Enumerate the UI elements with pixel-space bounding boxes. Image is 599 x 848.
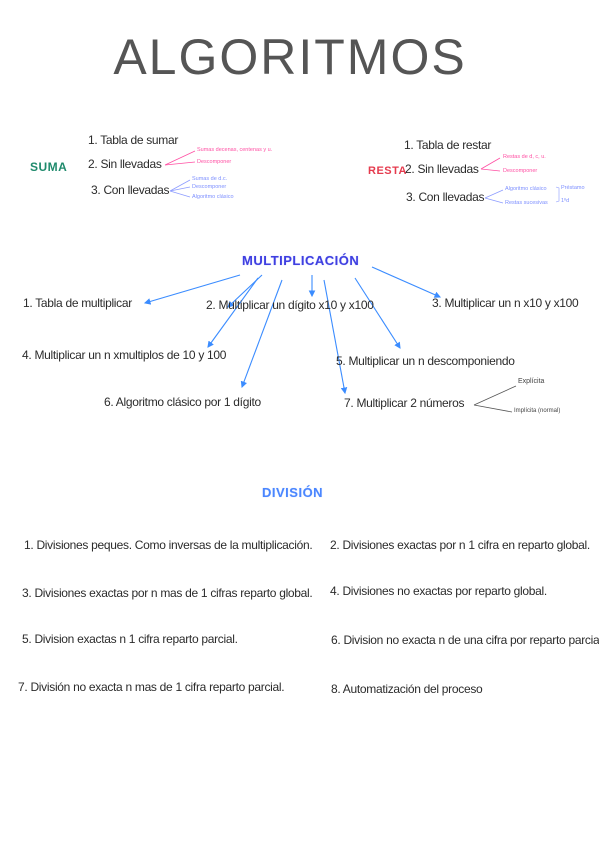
div-item-8: 8. Automatización del proceso [331, 682, 483, 696]
mult-note-explicita: Explícita [518, 378, 545, 385]
resta-item-3: 3. Con llevadas [406, 190, 485, 204]
suma-label: SUMA [30, 160, 68, 174]
division-label: DIVISIÓN [262, 485, 324, 500]
div-item-2: 2. Divisiones exactas por n 1 cifra en r… [330, 538, 590, 552]
resta-label: RESTA [368, 165, 407, 177]
resta-note-sin-1: Restas de d, c, u. [503, 154, 546, 160]
mult-item-4: 4. Multiplicar un n xmultiplos de 10 y 1… [22, 348, 227, 362]
suma-item-2: 2. Sin llevadas [88, 157, 162, 171]
mult-item-5: 5. Multiplicar un n descomponiendo [336, 354, 515, 368]
mult-note-implicita: Implícita (normal) [514, 408, 561, 414]
resta-note-extra-2: 1ºd [561, 198, 570, 204]
resta-note-sin-2: Descomponer [503, 168, 538, 174]
suma-note-con-2: Descomponer [192, 184, 227, 190]
resta-item-2: 2. Sin llevadas [405, 162, 479, 176]
mult-item-7: 7. Multiplicar 2 números [344, 396, 465, 410]
mult-item-3: 3. Multiplicar un n x10 y x100 [432, 296, 579, 310]
div-item-4: 4. Divisiones no exactas por reparto glo… [330, 584, 547, 598]
div-item-5: 5. Division exactas n 1 cifra reparto pa… [22, 632, 238, 646]
resta-note-con-1: Algoritmo clásico [505, 186, 547, 192]
div-item-7: 7. División no exacta n mas de 1 cifra r… [18, 680, 285, 694]
suma-note-con-3: Algoritmo clásico [192, 194, 234, 200]
mult-item-2: 2. Multiplicar un dígito x10 y x100 [206, 298, 374, 312]
suma-item-3: 3. Con llevadas [91, 183, 170, 197]
mult-item-1: 1. Tabla de multiplicar [23, 296, 132, 310]
suma-note-sin-2: Descomponer [197, 159, 232, 165]
suma-note-sin-1: Sumas decenas, centenas y u. [197, 147, 273, 153]
div-item-1: 1. Divisiones peques. Como inversas de l… [24, 538, 313, 552]
suma-note-con-1: Sumas de d.c. [192, 176, 228, 182]
resta-note-extra-1: Préstamo [561, 185, 585, 191]
resta-note-con-2: Restas sucesivas [505, 200, 548, 206]
div-item-3: 3. Divisiones exactas por n mas de 1 cif… [22, 586, 313, 600]
mult-item-6: 6. Algoritmo clásico por 1 dígito [104, 395, 261, 409]
suma-item-1: 1. Tabla de sumar [88, 133, 179, 147]
page-title: ALGORITMOS [113, 29, 467, 85]
multiplicacion-label: MULTIPLICACIÓN [242, 253, 360, 268]
div-item-6: 6. Division no exacta n de una cifra por… [331, 633, 599, 647]
resta-item-1: 1. Tabla de restar [404, 138, 492, 152]
